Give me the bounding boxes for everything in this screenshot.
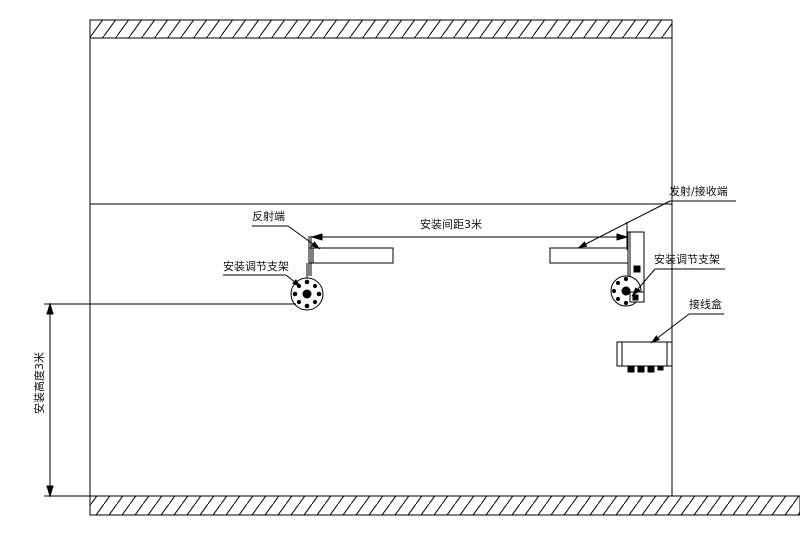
spacing-dimension — [310, 222, 629, 250]
left-bracket-flange — [290, 263, 324, 311]
reflector-end-label: 反射端 — [252, 210, 285, 223]
junction-box — [616, 341, 673, 373]
floor-slab — [89, 495, 800, 516]
ceiling-slab — [89, 19, 673, 39]
reflector-device — [308, 236, 394, 276]
left-bracket-label: 安装调节支架 — [223, 260, 289, 273]
junction-box-label: 接线盒 — [689, 298, 722, 311]
emitter-receiver-device — [549, 231, 645, 297]
install-spacing-label: 安装间距3米 — [420, 218, 482, 231]
room-walls — [89, 38, 673, 496]
right-bracket-label: 安装调节支架 — [654, 253, 720, 266]
emitter-receiver-end-label: 发射/接收端 — [669, 185, 728, 198]
leader-lines — [223, 200, 736, 344]
install-height-label: 安装高度3米 — [33, 352, 46, 414]
height-dimension — [44, 302, 296, 498]
